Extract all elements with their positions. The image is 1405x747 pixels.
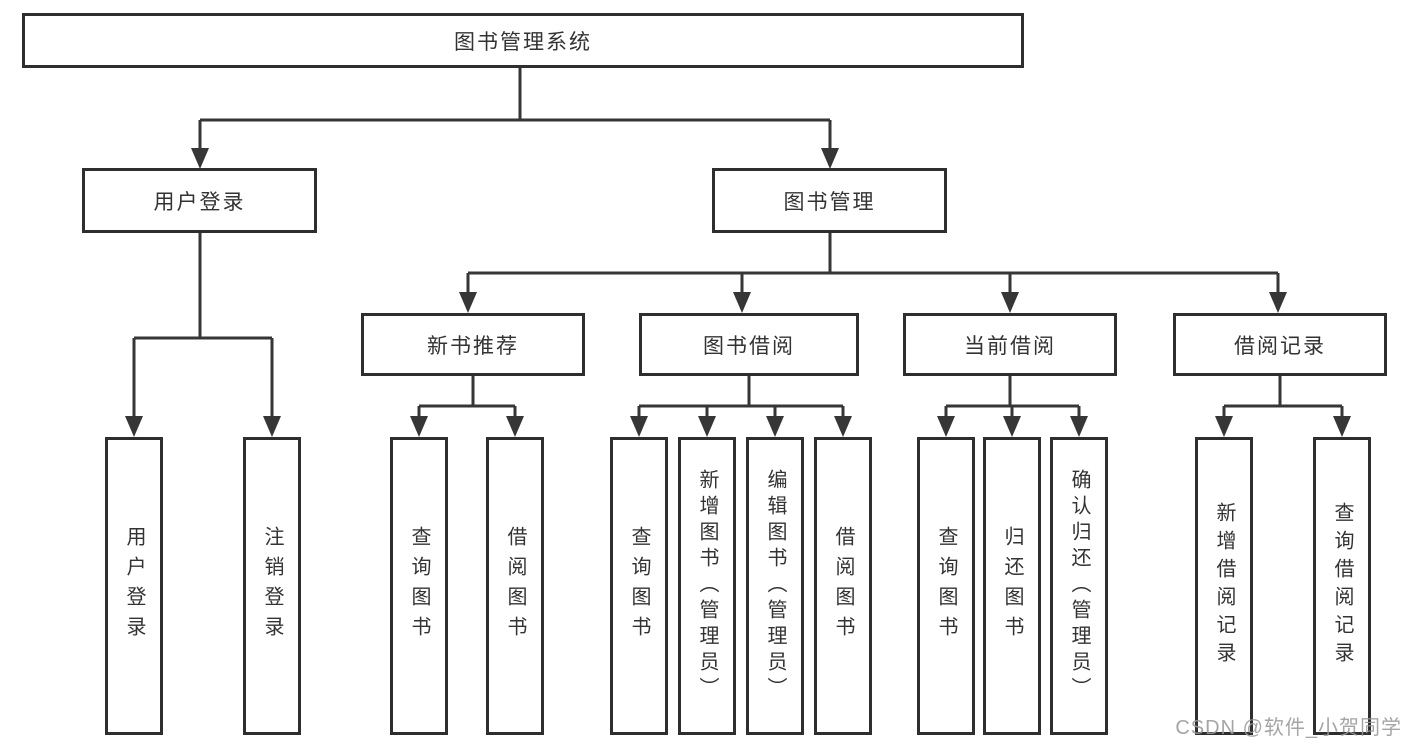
- node-label: 图书借阅: [703, 334, 795, 358]
- leaf-query-books-recommend: 查询图书: [390, 437, 448, 735]
- csdn-watermark: CSDN @软件_小贺同学: [1175, 717, 1402, 739]
- node-library-management-system: 图书管理系统: [22, 13, 1024, 68]
- node-label: 当前借阅: [964, 334, 1056, 358]
- node-label: 图书管理系统: [454, 30, 592, 54]
- leaf-query-books-current: 查询图书: [917, 437, 975, 735]
- leaf-borrow-books-2: 借阅图书: [814, 437, 872, 735]
- node-label: 图书管理: [783, 190, 876, 214]
- node-user-login: 用户登录: [82, 168, 317, 233]
- leaf-query-books-borrow: 查询图书: [610, 437, 668, 735]
- node-current-borrow: 当前借阅: [903, 313, 1117, 376]
- leaf-edit-book-admin: 编辑图书（管理员）: [746, 437, 804, 735]
- node-book-management: 图书管理: [712, 168, 947, 233]
- leaf-add-borrow-record: 新增借阅记录: [1195, 437, 1253, 735]
- node-label: 用户登录: [153, 190, 246, 214]
- node-label: 新书推荐: [427, 334, 519, 358]
- leaf-add-book-admin: 新增图书（管理员）: [678, 437, 736, 735]
- leaf-borrow-books-recommend: 借阅图书: [486, 437, 544, 735]
- node-borrow-record: 借阅记录: [1173, 313, 1387, 376]
- leaf-return-book: 归还图书: [983, 437, 1041, 735]
- node-label: 借阅记录: [1234, 334, 1326, 358]
- leaf-user-login: 用户登录: [105, 437, 163, 735]
- arrowheads: [125, 148, 1351, 437]
- leaf-logout: 注销登录: [243, 437, 301, 735]
- leaf-query-borrow-record: 查询借阅记录: [1313, 437, 1371, 735]
- node-new-book-recommend: 新书推荐: [361, 313, 585, 376]
- leaf-confirm-return-admin: 确认归还（管理员）: [1050, 437, 1108, 735]
- node-book-borrow: 图书借阅: [639, 313, 859, 376]
